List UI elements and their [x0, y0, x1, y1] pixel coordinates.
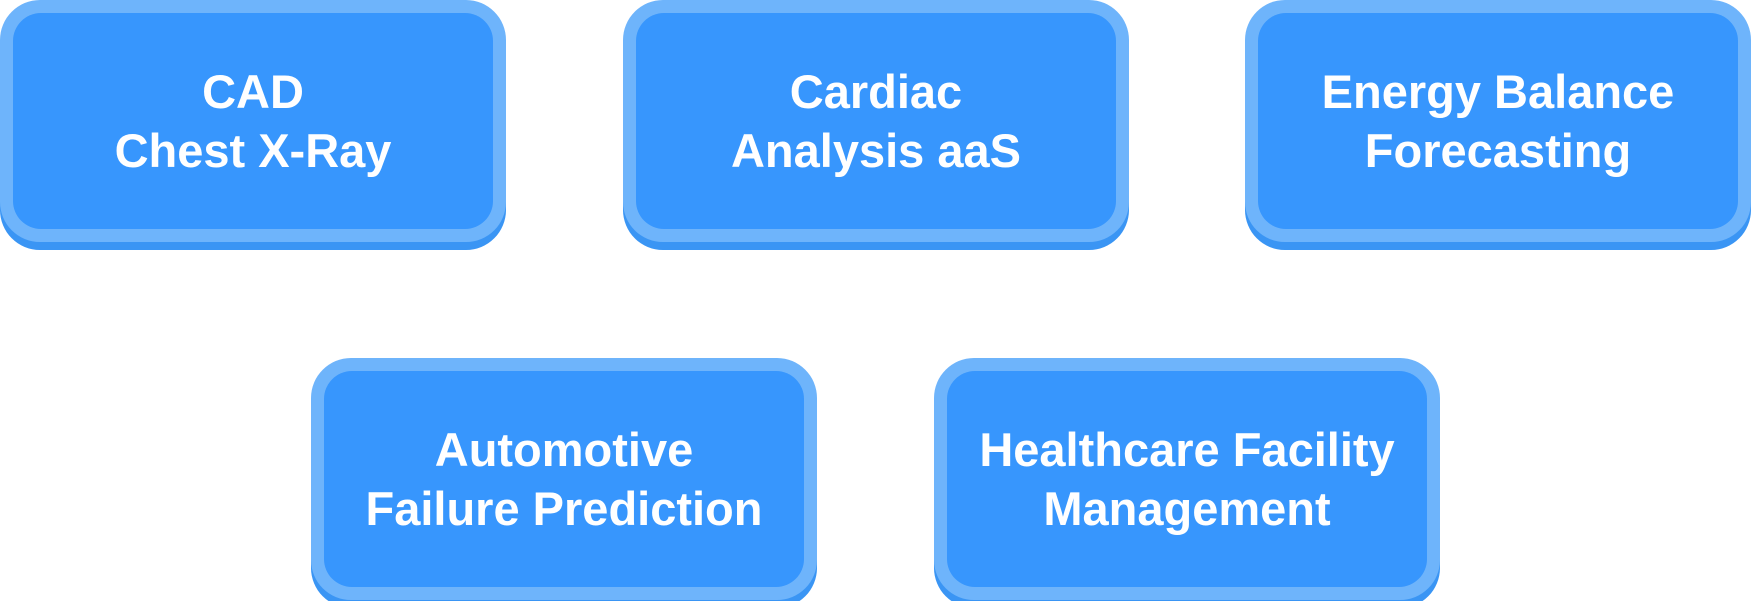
- tile-healthcare-facility-management[interactable]: Healthcare Facility Management: [934, 358, 1440, 600]
- tile-automotive-failure-prediction[interactable]: Automotive Failure Prediction: [311, 358, 817, 600]
- tile-body: CAD Chest X-Ray: [13, 13, 493, 229]
- tile-label-line-1: CAD: [202, 65, 304, 118]
- tile-label-line-1: Automotive: [434, 423, 694, 476]
- tile-label-line-2: Forecasting: [1364, 124, 1632, 177]
- tile-body: Healthcare Facility Management: [947, 371, 1427, 587]
- tile-label-line-2: Management: [1043, 482, 1331, 535]
- tile-energy-balance-forecasting[interactable]: Energy Balance Forecasting: [1245, 0, 1751, 242]
- tile-label-line-1: Healthcare Facility: [979, 423, 1395, 476]
- tile-label-line-2: Failure Prediction: [365, 482, 763, 535]
- tile-body: Cardiac Analysis aaS: [636, 13, 1116, 229]
- tile-label-line-2: Chest X-Ray: [114, 124, 392, 177]
- tile-label-line-1: Energy Balance: [1321, 65, 1675, 118]
- tile-cad-chest-x-ray[interactable]: CAD Chest X-Ray: [0, 0, 506, 242]
- tile-body: Automotive Failure Prediction: [324, 371, 804, 587]
- tile-cardiac-analysis-aas[interactable]: Cardiac Analysis aaS: [623, 0, 1129, 242]
- tile-label-line-2: Analysis aaS: [730, 124, 1021, 177]
- tile-label-line-1: Cardiac: [789, 65, 963, 118]
- tile-body: Energy Balance Forecasting: [1258, 13, 1738, 229]
